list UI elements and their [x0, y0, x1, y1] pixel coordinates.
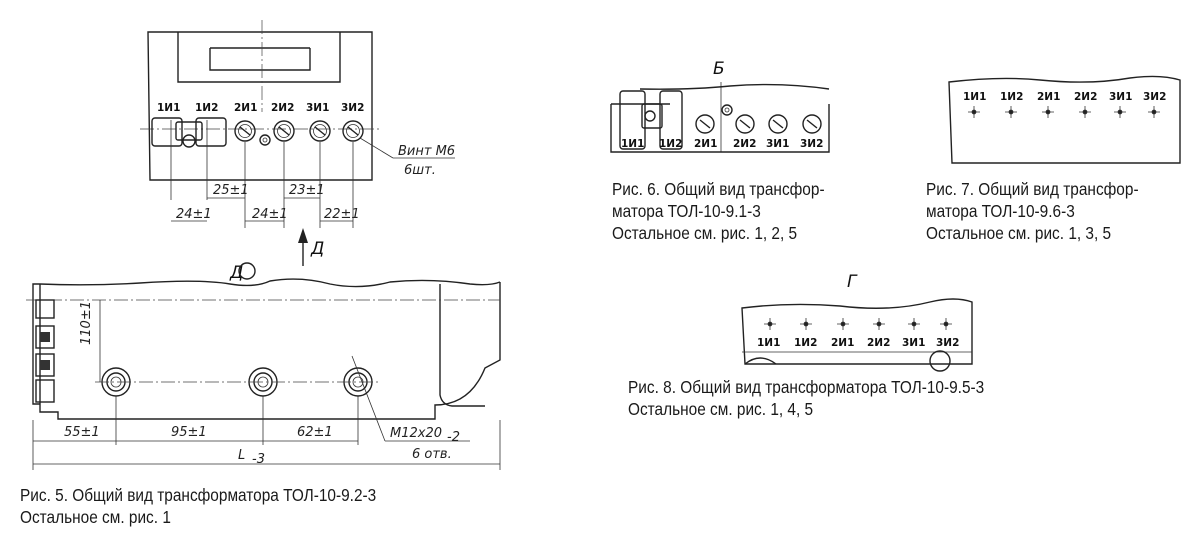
caption-line: Остальное см. рис. 1, 2, 5: [612, 223, 798, 243]
fig5-dim-label: 62±1: [297, 425, 333, 440]
fig7-terminal-label: 3И2: [1143, 91, 1166, 103]
arrow-up-icon: [298, 228, 308, 243]
fig8-terminal-label: 2И1: [831, 337, 854, 349]
view-marker-icon: [238, 262, 256, 280]
fig5-front-view: Д 110±1 55±1 95±1 62±1 L -3 М12х20: [26, 262, 501, 470]
caption-line: Рис. 5. Общий вид трансформатора ТОЛ-10-…: [20, 485, 377, 505]
fig5-dim-label: 95±1: [171, 425, 207, 440]
fig8-terminal-label: 3И1: [902, 337, 925, 349]
fig7-terminal-label: 3И1: [1109, 91, 1132, 103]
view-label: Б: [713, 59, 725, 79]
caption-line: Рис. 6. Общий вид трансфор-: [612, 179, 825, 199]
screw-icon: [735, 114, 755, 134]
fig5-terminal-view: 1И1 1И2 2И1 2И2 3И1 3И2 Винт М6 6шт.: [140, 20, 455, 266]
fig6-terminal-label: 2И1: [694, 138, 717, 150]
screw-icon: [802, 114, 822, 134]
hole-note: М12х20: [390, 426, 442, 441]
screw-count-note: 6шт.: [404, 163, 436, 178]
view-label: Г: [847, 272, 858, 292]
fig5-terminal-label: 3И1: [306, 102, 329, 114]
screw-icon: [342, 120, 364, 142]
fig8-drawing: Г 1И1 1И2 2И1 2И2 3И1 3И2: [741, 272, 973, 372]
caption-line: Остальное см. рис. 1, 3, 5: [926, 223, 1112, 243]
fig5-dim-total: L: [238, 448, 245, 463]
fig6-drawing: Б 1И1 1И2 2И1 2И2 3И1 3И2: [610, 59, 830, 153]
fig5-dim-vertical: 110±1: [79, 301, 94, 345]
fig5-dim-label: 25±1: [213, 183, 249, 198]
fig5-terminal-label: 1И1: [157, 102, 180, 114]
fig5-dim-label: 24±1: [252, 207, 288, 222]
fig7-drawing: 1И1 1И2 2И1 2И2 3И1 3И2: [948, 75, 1181, 164]
fig7-terminal-label: 2И1: [1037, 91, 1060, 103]
fig6-terminal-label: 3И2: [800, 138, 823, 150]
screw-icon: [309, 120, 331, 142]
fig5-terminal-label: 2И2: [271, 102, 294, 114]
screw-icon: [768, 114, 788, 134]
screw-icon: [695, 114, 715, 134]
fig5-caption: Рис. 5. Общий вид трансформатора ТОЛ-10-…: [20, 484, 425, 528]
screw-icon: [234, 120, 256, 142]
view-arrow-label: Д: [310, 239, 324, 259]
fig5-dim-label: 24±1: [176, 207, 212, 222]
fig6-terminal-label: 3И1: [766, 138, 789, 150]
fig5-terminal-label: 2И1: [234, 102, 257, 114]
fig6-terminal-label: 2И2: [733, 138, 756, 150]
fig6-terminal-label: 1И2: [659, 138, 682, 150]
fig5-dim-label: 23±1: [289, 183, 325, 198]
hole-note-tolerance: -2: [447, 430, 460, 445]
fig5-dim-label: 22±1: [324, 207, 360, 222]
caption-line: матора ТОЛ-10-9.6-3: [926, 201, 1075, 221]
fig8-terminal-label: 3И2: [936, 337, 959, 349]
fig5-terminal-label: 1И2: [195, 102, 218, 114]
caption-line: матора ТОЛ-10-9.1-3: [612, 201, 761, 221]
fig8-terminal-label: 1И2: [794, 337, 817, 349]
screw-icon: [273, 120, 295, 142]
hole-count-note: 6 отв.: [412, 447, 452, 462]
caption-line: Остальное см. рис. 1, 4, 5: [628, 399, 814, 419]
caption-line: Остальное см. рис. 1: [20, 507, 171, 527]
screw-note: Винт М6: [398, 144, 455, 159]
fig7-terminal-label: 1И1: [963, 91, 986, 103]
fig7-terminal-label: 2И2: [1074, 91, 1097, 103]
fig5-dim-total-tolerance: -3: [252, 452, 265, 467]
fig8-terminal-label: 2И2: [867, 337, 890, 349]
fig7-caption: Рис. 7. Общий вид трансфор- матора ТОЛ-1…: [926, 178, 1168, 244]
fig5-terminal-label: 3И2: [341, 102, 364, 114]
fig8-terminal-label: 1И1: [757, 337, 780, 349]
fig5-dim-label: 55±1: [64, 425, 100, 440]
fig6-caption: Рис. 6. Общий вид трансфор- матора ТОЛ-1…: [612, 178, 854, 244]
fig7-terminal-label: 1И2: [1000, 91, 1023, 103]
caption-line: Рис. 7. Общий вид трансфор-: [926, 179, 1139, 199]
fig8-caption: Рис. 8. Общий вид трансформатора ТОЛ-10-…: [628, 376, 1033, 420]
caption-line: Рис. 8. Общий вид трансформатора ТОЛ-10-…: [628, 377, 985, 397]
fig6-terminal-label: 1И1: [621, 138, 644, 150]
